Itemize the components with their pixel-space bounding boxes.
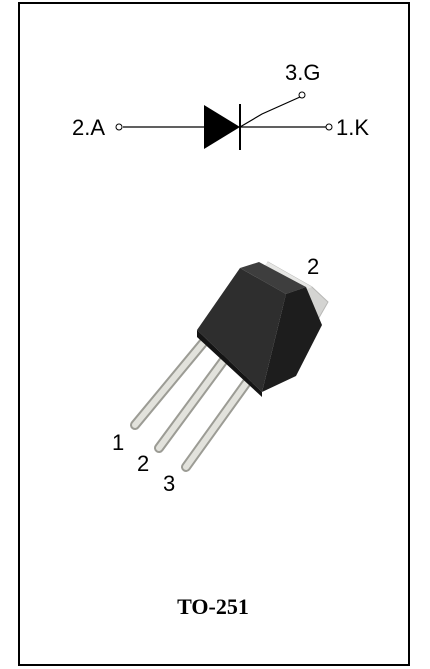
lead-label-3: 3	[163, 471, 175, 496]
gate-label: 3.G	[285, 60, 320, 85]
package-body-top	[240, 262, 306, 294]
package-body-bottom	[197, 330, 262, 397]
lead-2-highlight	[156, 357, 227, 451]
tab-pin-label: 2	[307, 254, 319, 279]
anode-terminal	[115, 123, 123, 131]
package-body-front	[197, 268, 286, 392]
package-name: TO-251	[177, 594, 249, 619]
diagram-frame	[18, 2, 410, 666]
scr-triangle	[204, 105, 240, 149]
lead-label-1: 1	[112, 430, 124, 455]
anode-label: 2.A	[72, 115, 105, 140]
lead-1-highlight	[132, 340, 206, 428]
cathode-label: 1.K	[336, 115, 369, 140]
scr-symbol: 2.A 1.K 3.G	[72, 60, 369, 150]
gate-terminal	[298, 91, 306, 99]
to251-package: 2 1 2 3	[112, 254, 329, 496]
cathode-terminal	[325, 123, 333, 131]
package-body-side	[262, 287, 322, 392]
lead-label-2: 2	[137, 451, 149, 476]
gate-wire	[239, 96, 301, 128]
lead-3-highlight	[183, 375, 253, 470]
